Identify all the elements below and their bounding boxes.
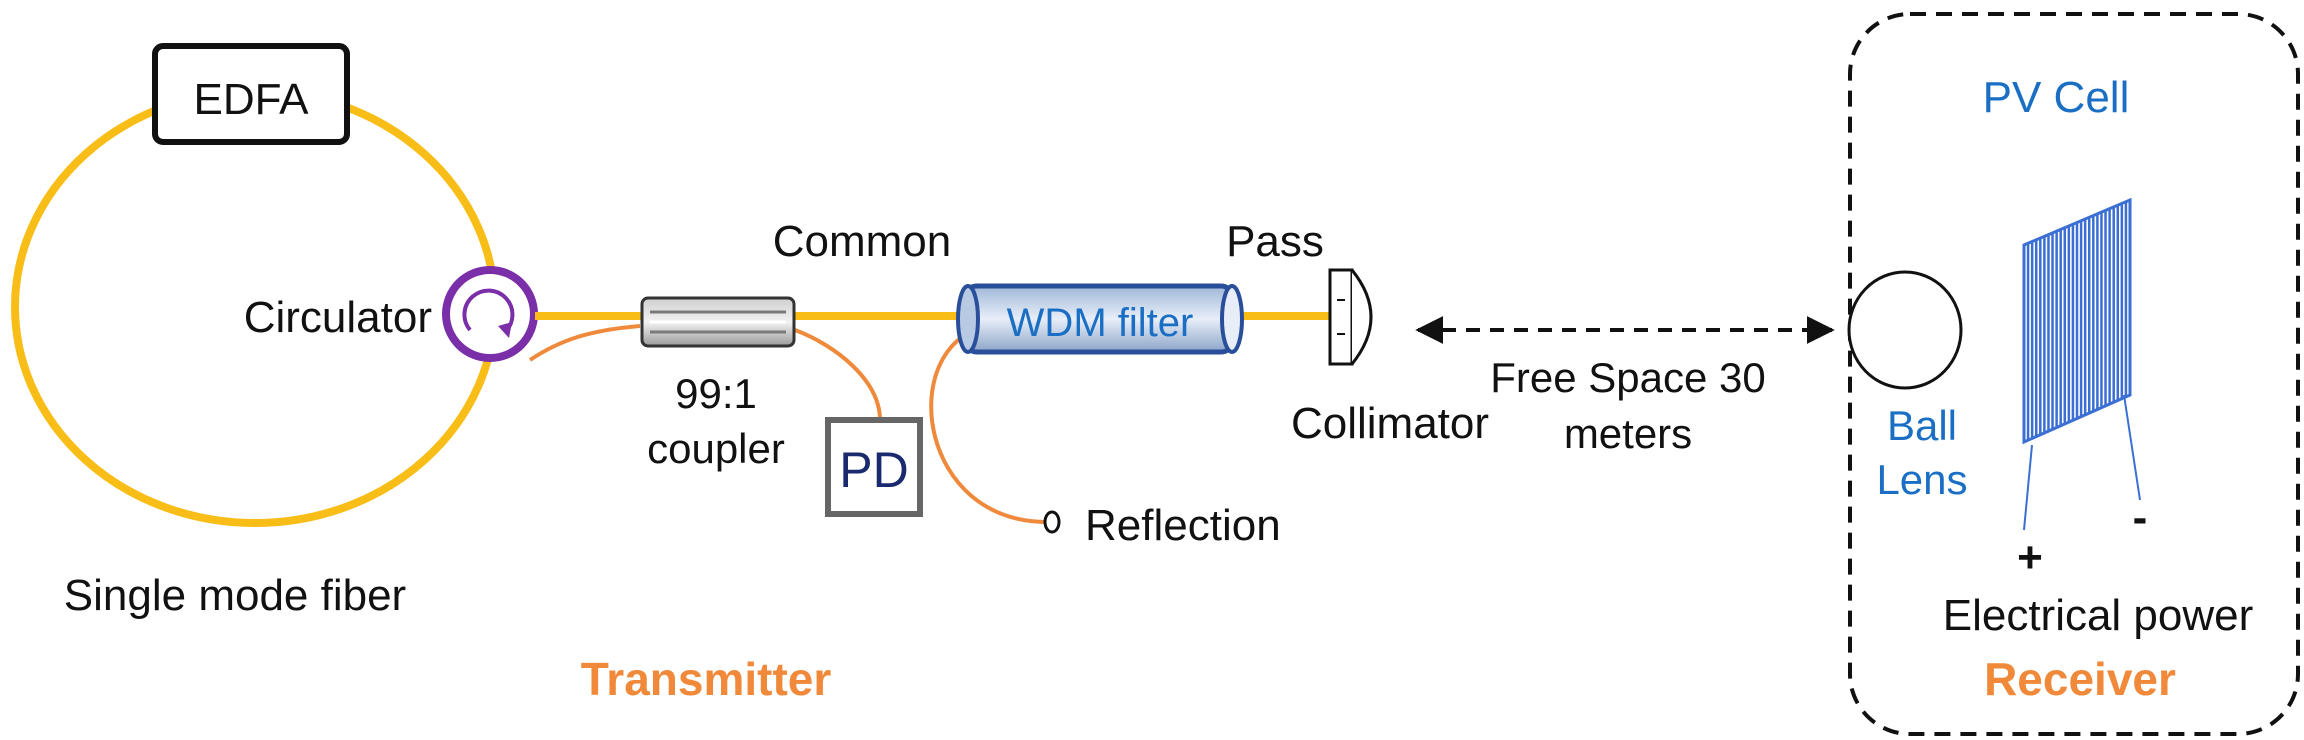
coupler-tap-fiber <box>794 328 882 421</box>
wdm-filter-label: WDM filter <box>1007 301 1194 345</box>
pv-cell-label: PV Cell <box>1983 73 2130 122</box>
reflection-port <box>1043 510 1061 534</box>
photodetector: PD <box>825 417 923 517</box>
wdm-filter: WDM filter <box>956 283 1244 355</box>
edfa-amplifier: EDFA <box>152 43 350 145</box>
pv-cell <box>2022 197 2132 445</box>
circulator <box>442 266 538 362</box>
reflection-fiber <box>929 328 1046 524</box>
coupler-label: coupler <box>647 425 785 472</box>
collimator-label: Collimator <box>1291 399 1489 448</box>
pv-positive-wire <box>2023 444 2033 531</box>
pd-label: PD <box>839 442 908 498</box>
free-space-label-line1: Free Space 30 <box>1490 354 1766 401</box>
pv-negative-wire <box>2123 394 2141 501</box>
edfa-label: EDFA <box>194 75 310 124</box>
circulator-label: Circulator <box>244 293 432 342</box>
collimator <box>1328 268 1373 366</box>
ball-lens-label-line2: Lens <box>1876 456 1967 503</box>
receiver-enclosure <box>1848 12 2300 736</box>
electrical-power-label: Electrical power <box>1943 591 2254 640</box>
common-label: Common <box>773 217 952 266</box>
minus-terminal-label: - <box>2133 493 2148 542</box>
plus-terminal-label: + <box>2017 533 2043 582</box>
coupler-99-1 <box>640 296 796 348</box>
coupler-ratio-label: 99:1 <box>675 370 757 417</box>
single-mode-fiber-label: Single mode fiber <box>64 571 406 620</box>
free-space-label-line2: meters <box>1564 410 1692 457</box>
reflection-label: Reflection <box>1085 501 1281 550</box>
pass-label: Pass <box>1226 217 1324 266</box>
receiver-label: Receiver <box>1984 653 2176 705</box>
circulator-tap-fiber <box>528 324 641 362</box>
transmitter-label: Transmitter <box>581 653 832 705</box>
ball-lens-label-line1: Ball <box>1887 402 1957 449</box>
ball-lens <box>1847 270 1963 390</box>
